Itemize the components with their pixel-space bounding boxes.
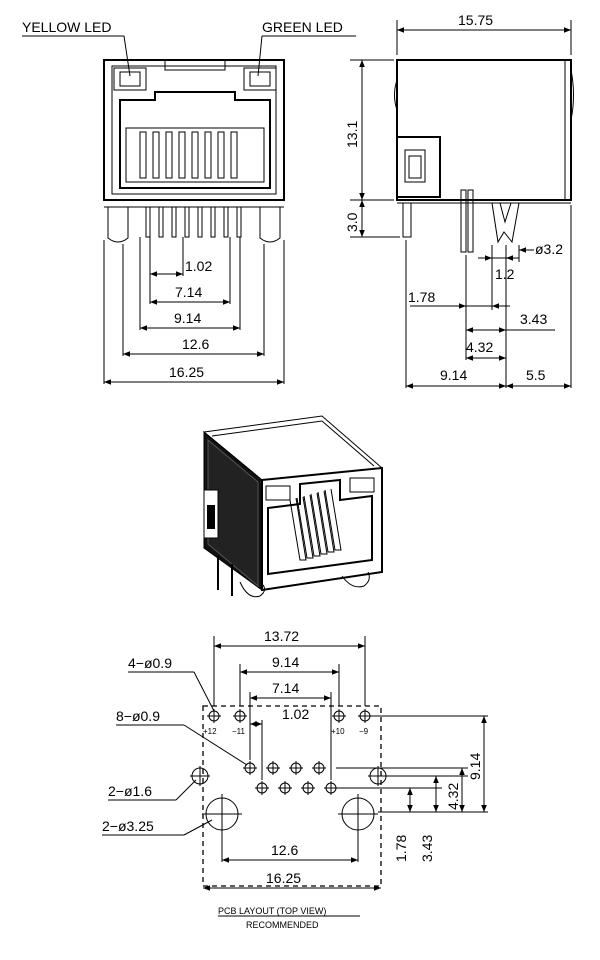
green-led-label: GREEN LED — [262, 19, 343, 35]
dim-side-1p78: 1.78 — [408, 289, 435, 305]
dim-pcb-714: 7.14 — [272, 680, 299, 696]
pcb-caption: PCB LAYOUT (TOP VIEW) — [218, 906, 326, 916]
front-pins — [145, 206, 242, 238]
dim-pcb-v343: 3.43 — [419, 835, 435, 862]
callout-small-holes: 2−ø1.6 — [108, 783, 152, 799]
dim-side-depth: 15.75 — [458, 12, 493, 28]
dim-pcb-914: 9.14 — [272, 654, 299, 670]
pcb-subcaption: RECOMMENDED — [246, 920, 319, 930]
side-led — [404, 149, 426, 183]
dim-side-9p14: 9.14 — [440, 367, 467, 383]
signal-holes — [243, 761, 338, 795]
pcb-layout: +12 −11 +10 −9 — [102, 628, 488, 930]
callout-peg-holes: 2−ø3.25 — [102, 818, 154, 834]
dim-pcb-v178: 1.78 — [393, 835, 409, 862]
side-view: 15.75 13.1 3.0 ø3.2 1.2 1.78 3.43 4.32 9… — [344, 12, 574, 389]
dim-side-3p43: 3.43 — [520, 311, 547, 327]
led-holes — [207, 709, 372, 723]
dim-side-5p5: 5.5 — [526, 367, 546, 383]
pin-label-p10: +10 — [331, 727, 345, 736]
dim-pcb-1372: 13.72 — [264, 628, 299, 644]
dim-side-height: 13.1 — [344, 121, 360, 148]
dim-front-width: 16.25 — [169, 364, 204, 380]
dim-front-714: 7.14 — [175, 284, 202, 300]
dim-front-126: 12.6 — [182, 336, 209, 352]
callout-led-holes: 4−ø0.9 — [128, 655, 172, 671]
pin-label-p11: −11 — [232, 727, 246, 736]
dim-side-pin-len: 3.0 — [344, 212, 360, 232]
iso-contacts — [289, 488, 342, 561]
callout-signal-holes: 8−ø0.9 — [116, 708, 160, 724]
dim-pcb-v432: 4.32 — [445, 783, 461, 810]
dim-pcb-v914: 9.14 — [467, 753, 483, 780]
isometric-view — [202, 415, 384, 598]
dim-side-4p32: 4.32 — [466, 339, 493, 355]
dim-front-914: 9.14 — [174, 310, 201, 326]
front-view: YELLOW LED GREEN LED 1.02 7.14 9.14 12.6… — [22, 19, 356, 385]
yellow-led-label: YELLOW LED — [22, 19, 111, 35]
dim-pcb-pitch: 1.02 — [282, 706, 309, 722]
dim-side-peg-dia: ø3.2 — [535, 241, 563, 257]
yellow-led-window — [113, 67, 147, 91]
pin-label-p9: −9 — [359, 727, 369, 736]
dim-side-1p2: 1.2 — [495, 266, 515, 282]
dim-pcb-126: 12.6 — [271, 842, 298, 858]
dim-front-pitch: 1.02 — [185, 258, 212, 274]
pin-label-p12: +12 — [203, 727, 217, 736]
contact-fingers — [139, 131, 238, 179]
green-led-window — [243, 67, 277, 91]
dim-pcb-width: 16.25 — [266, 870, 301, 886]
